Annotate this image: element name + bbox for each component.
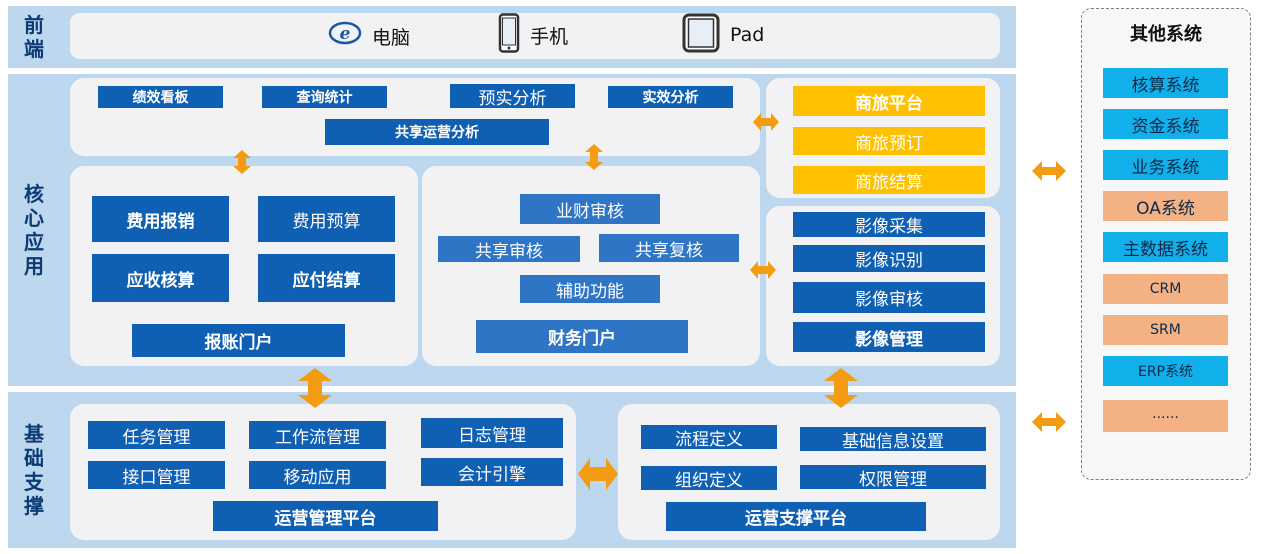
- system-more[interactable]: ......: [1103, 400, 1228, 432]
- arrow-finance-image: [750, 261, 776, 279]
- arrow-base-other: [1032, 412, 1066, 432]
- arrow-analysis-finance: [585, 144, 603, 170]
- receivable-accounting[interactable]: 应收核算: [92, 254, 229, 302]
- analysis-item-performance[interactable]: 绩效看板: [98, 86, 223, 108]
- system-oa[interactable]: OA系统: [1103, 191, 1228, 221]
- arrow-mgmt-support: [578, 458, 618, 490]
- phone-icon: [498, 12, 520, 58]
- reimburse-portal[interactable]: 报账门户: [132, 324, 345, 357]
- image-recognition[interactable]: 影像识别: [793, 245, 985, 272]
- travel-booking[interactable]: 商旅预订: [793, 127, 985, 155]
- auxiliary-functions[interactable]: 辅助功能: [520, 275, 660, 303]
- org-definition[interactable]: 组织定义: [641, 466, 777, 491]
- accounting-engine[interactable]: 会计引擎: [421, 458, 563, 486]
- expense-reimburse[interactable]: 费用报销: [92, 196, 229, 242]
- system-erp[interactable]: ERP系统: [1103, 356, 1228, 386]
- system-business[interactable]: 业务系统: [1103, 150, 1228, 180]
- arrow-analysis-travel: [753, 113, 779, 131]
- arrow-core-base-left: [298, 368, 332, 408]
- process-definition[interactable]: 流程定义: [641, 425, 777, 450]
- tablet-icon: [682, 13, 720, 58]
- system-srm[interactable]: SRM: [1103, 315, 1228, 345]
- ops-management-platform[interactable]: 运营管理平台: [213, 501, 438, 531]
- front-layer-label: 前端: [24, 13, 44, 61]
- front-item-pc[interactable]: e 电脑: [328, 20, 410, 52]
- ops-support-platform[interactable]: 运营支撑平台: [666, 502, 926, 531]
- svg-text:e: e: [340, 24, 351, 44]
- basic-info-settings[interactable]: 基础信息设置: [800, 427, 986, 452]
- base-layer-label: 基础 支撑: [24, 422, 44, 518]
- core-layer-label: 核心 应用: [24, 182, 44, 278]
- analysis-item-budget-actual[interactable]: 预实分析: [450, 84, 575, 109]
- image-capture[interactable]: 影像采集: [793, 212, 985, 237]
- front-panel: [70, 13, 1000, 59]
- front-item-label: 手机: [530, 25, 569, 48]
- task-management[interactable]: 任务管理: [88, 421, 225, 449]
- finance-portal[interactable]: 财务门户: [476, 320, 688, 353]
- system-treasury[interactable]: 资金系统: [1103, 109, 1228, 139]
- workflow-management[interactable]: 工作流管理: [249, 421, 386, 449]
- permission-management[interactable]: 权限管理: [800, 465, 986, 490]
- travel-platform[interactable]: 商旅平台: [793, 86, 985, 116]
- system-accounting[interactable]: 核算系统: [1103, 68, 1228, 98]
- shared-review[interactable]: 共享审核: [438, 236, 580, 262]
- mobile-application[interactable]: 移动应用: [249, 461, 386, 489]
- analysis-item-effectiveness[interactable]: 实效分析: [608, 86, 733, 108]
- analysis-item-query[interactable]: 查询统计: [262, 86, 387, 108]
- image-management[interactable]: 影像管理: [793, 322, 985, 352]
- arrow-analysis-reimburse: [233, 150, 251, 174]
- shared-ops-analysis[interactable]: 共享运营分析: [325, 119, 549, 145]
- business-finance-review[interactable]: 业财审核: [520, 194, 660, 224]
- front-item-phone[interactable]: 手机: [498, 12, 569, 58]
- system-master-data[interactable]: 主数据系统: [1103, 232, 1228, 262]
- front-item-pad[interactable]: Pad: [682, 13, 765, 58]
- system-crm[interactable]: CRM: [1103, 274, 1228, 304]
- payable-settlement[interactable]: 应付结算: [258, 254, 395, 302]
- other-systems-title: 其他系统: [1130, 24, 1202, 45]
- arrow-core-base-right: [824, 368, 858, 408]
- expense-budget[interactable]: 费用预算: [258, 196, 395, 242]
- image-review[interactable]: 影像审核: [793, 282, 985, 313]
- front-item-label: Pad: [730, 24, 765, 46]
- ie-icon: e: [328, 20, 362, 52]
- arrow-core-other: [1032, 161, 1066, 181]
- front-item-label: 电脑: [372, 26, 411, 49]
- log-management[interactable]: 日志管理: [421, 418, 563, 448]
- shared-recheck[interactable]: 共享复核: [599, 234, 739, 262]
- interface-management[interactable]: 接口管理: [88, 461, 225, 489]
- travel-settlement[interactable]: 商旅结算: [793, 166, 985, 194]
